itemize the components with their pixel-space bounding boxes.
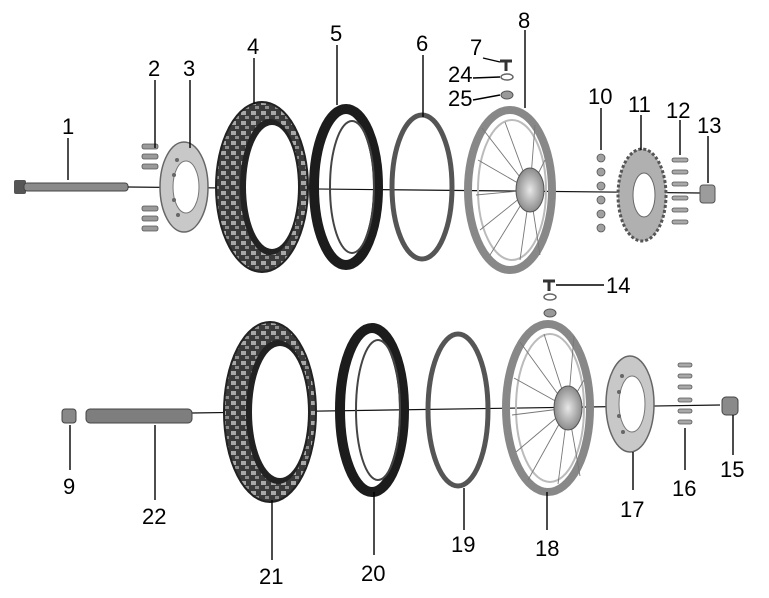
rear-brake-disc (159, 141, 209, 233)
callout-18: 18 (535, 536, 559, 561)
callout-19: 19 (451, 532, 475, 557)
rear-valve-parts (500, 59, 514, 100)
leader-lines (67, 30, 734, 560)
callout-25: 25 (448, 86, 472, 111)
sprocket-bolts (671, 157, 689, 225)
callout-24: 24 (448, 62, 472, 87)
callout-6: 6 (416, 31, 428, 56)
rear-tube (309, 104, 383, 270)
front-axle (85, 408, 193, 424)
front-axle-nut (721, 396, 739, 416)
callout-2: 2 (148, 56, 160, 81)
callout-15: 15 (720, 457, 744, 482)
callout-numbers: 1 2 3 4 5 6 7 8 24 25 10 11 12 13 14 15 … (62, 8, 744, 589)
rear-tire (215, 101, 309, 273)
callout-3: 3 (183, 56, 195, 81)
rear-sprocket (616, 147, 668, 243)
callout-8: 8 (518, 8, 530, 33)
callout-9: 9 (63, 474, 75, 499)
front-tube (335, 323, 409, 497)
callout-1: 1 (62, 114, 74, 139)
callout-12: 12 (666, 98, 690, 123)
rear-axle (14, 180, 129, 194)
callout-13: 13 (697, 113, 721, 138)
callout-10: 10 (588, 84, 612, 109)
callout-17: 17 (620, 497, 644, 522)
callout-20: 20 (361, 561, 385, 586)
callout-21: 21 (259, 564, 283, 589)
callout-4: 4 (247, 34, 259, 59)
front-brake-disc (605, 355, 655, 453)
rear-rim (464, 106, 556, 274)
front-rim (502, 320, 594, 496)
callout-7: 7 (470, 35, 482, 60)
rotor-bolts-top (141, 143, 159, 232)
front-rim-band (425, 331, 491, 489)
disc-bolts-bottom (677, 362, 693, 425)
sprocket-nuts (596, 153, 606, 233)
callout-11: 11 (628, 92, 651, 117)
callout-5: 5 (330, 21, 342, 46)
callout-22: 22 (142, 504, 166, 529)
callout-14: 14 (606, 273, 630, 298)
axle-nut-top (699, 184, 716, 204)
front-tire (223, 321, 317, 503)
axle-nut-bottom (61, 408, 77, 424)
front-valve-parts (543, 279, 557, 318)
rear-rim-band (389, 112, 455, 262)
callout-16: 16 (672, 476, 696, 501)
